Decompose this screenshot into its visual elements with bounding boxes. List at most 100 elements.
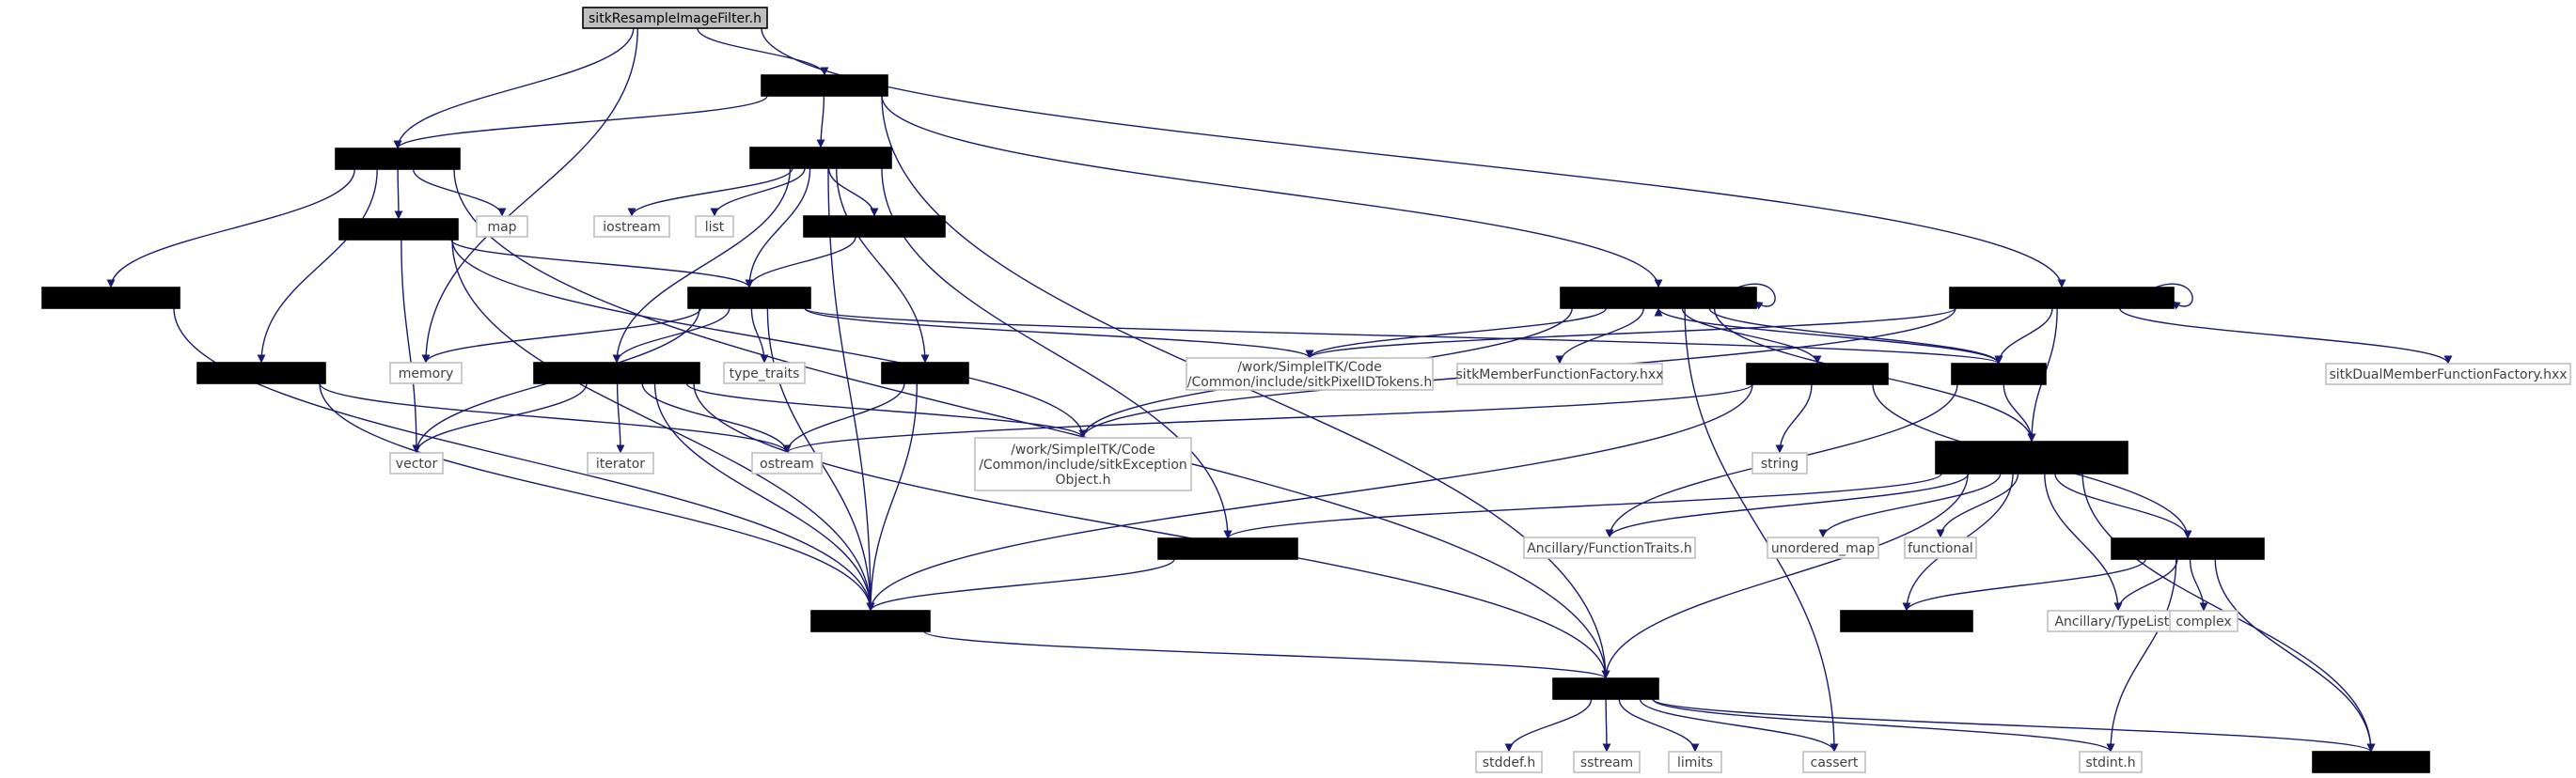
node-imageconvert[interactable]: sitkImageConvert.h	[803, 215, 946, 238]
node-label: Ancillary/TypeList.h	[2054, 615, 2181, 630]
node-box	[810, 610, 931, 632]
edge-image-to-templatefunctions	[612, 307, 730, 364]
edge-memberfactory-to-pixelidvalues	[1681, 307, 1822, 365]
node-box	[1475, 751, 1543, 773]
node-box	[587, 452, 654, 475]
edge-pixelidvalues-to-string	[1775, 383, 1813, 454]
node-pixelidtokens: /work/SimpleITK/Code/Common/include/sitk…	[1186, 357, 1434, 391]
edge-noncopyable-to-common	[866, 558, 1175, 612]
edge-macro-to-cassert	[1639, 698, 1839, 753]
node-box	[2169, 610, 2238, 632]
node-box	[1523, 537, 1696, 559]
node-noncopyable[interactable]: sitkNonCopyable.h	[1157, 537, 1298, 560]
edge-factorybase-to-pixelidtypelists	[2054, 473, 2192, 539]
node-detail[interactable]: sitkDetail.h	[1951, 363, 2047, 385]
edge-pixelidtypelists-to-complex	[2189, 558, 2208, 612]
node-typetraits: type_traits	[723, 362, 806, 384]
node-imagefilter[interactable]: sitkImageFilter.h	[761, 74, 888, 97]
node-label: sstream	[1580, 755, 1633, 770]
node-label: list	[705, 220, 725, 235]
node-label: type_traits	[730, 366, 800, 381]
node-label: limits	[1677, 755, 1713, 770]
node-box	[1573, 751, 1641, 773]
node-box	[1560, 287, 1757, 309]
node-image[interactable]: sitkImage.h	[687, 287, 811, 309]
edge-pixelidtypelists-to-typelist	[2113, 558, 2178, 612]
node-stddef: stddef.h	[1475, 751, 1543, 773]
edge-memberfactory-to-memberfactory	[1736, 283, 1776, 310]
node-label: /work/SimpleITK/Code/Common/include/sitk…	[979, 443, 1187, 488]
node-label: complex	[2175, 615, 2231, 630]
node-box	[1456, 363, 1663, 385]
edge-basicfilters-to-interpolator	[257, 168, 378, 364]
node-label: stdint.h	[2085, 755, 2135, 770]
node-macro[interactable]: sitkMacro.h	[1552, 677, 1659, 700]
node-label: vector	[396, 457, 438, 472]
node-box	[1157, 537, 1298, 560]
edge-image-to-pixelidtokens	[804, 307, 1314, 359]
edge-root-to-memory	[421, 27, 638, 364]
node-label: sitkEvent.h	[888, 366, 962, 381]
edge-templatefunctions-to-common	[653, 382, 875, 612]
node-box	[533, 362, 700, 384]
node-pixelidtypes[interactable]: sitkPixelIDTypes.h	[1840, 610, 1973, 632]
edge-transform-to-common	[451, 239, 875, 612]
node-label: sitkMacro.h	[1568, 682, 1643, 697]
node-box	[881, 362, 969, 384]
edge-processobject-to-list	[710, 167, 806, 217]
node-templatefunctions[interactable]: sitkTemplateFunctions.h	[533, 362, 700, 384]
node-box	[803, 215, 946, 238]
node-box	[1668, 751, 1722, 773]
node-interpolator[interactable]: sitkInterpolator.h	[196, 362, 326, 384]
node-label: sitkProcessObject.h	[757, 151, 886, 166]
edge-event-to-common	[866, 382, 918, 612]
node-box	[1904, 537, 1977, 559]
node-box	[2111, 537, 2265, 560]
node-pixelidvalues[interactable]: sitkPixelIDValues.h	[1746, 363, 1889, 385]
node-box	[41, 287, 181, 309]
node-configure[interactable]: sitkConfigure.h	[2312, 751, 2430, 773]
node-box	[1186, 357, 1434, 391]
node-label: sitkPixelIDTypeLists.h	[2117, 542, 2257, 557]
node-dualfactory[interactable]: sitkDualMemberFunctionFactory.h	[1949, 287, 2175, 309]
edge-imagefilter-to-processobject	[816, 95, 825, 148]
node-basicfilters[interactable]: sitkBasicFilters.h	[335, 148, 461, 170]
edge-factorybase-to-functional	[1936, 473, 2019, 538]
node-memory: memory	[389, 362, 463, 384]
node-cassert: cassert	[1802, 751, 1866, 773]
node-box	[593, 215, 670, 238]
node-processobject[interactable]: sitkProcessObject.h	[749, 147, 892, 169]
node-functiontraits: Ancillary/FunctionTraits.h	[1523, 537, 1696, 559]
node-randomseed[interactable]: sitkRandomSeed.h	[41, 287, 181, 309]
node-box	[389, 362, 463, 384]
node-box	[2079, 751, 2143, 773]
edge-memberfactory-to-detail	[1708, 307, 2003, 365]
node-box	[761, 74, 888, 97]
edge-detail-to-memberfactory	[1654, 307, 2000, 365]
edge-root-to-dualfactory	[761, 27, 2066, 288]
node-common[interactable]: sitkCommon.h	[810, 610, 931, 632]
edge-factorybase-to-macro	[1601, 473, 1969, 679]
node-pixelidtypelists[interactable]: sitkPixelIDTypeLists.h	[2111, 537, 2265, 560]
node-transform[interactable]: sitkTransform.h	[338, 218, 459, 241]
node-box	[687, 287, 811, 309]
node-complex: complex	[2169, 610, 2238, 632]
edge-imagefilter-to-memberfactory	[881, 95, 1663, 288]
node-label: memory	[399, 366, 454, 381]
node-label: sitkImage.h	[711, 291, 788, 306]
edge-processobject-to-common	[827, 167, 875, 612]
node-box	[751, 452, 823, 475]
node-box	[1751, 452, 1808, 475]
node-event[interactable]: sitkEvent.h	[881, 362, 969, 384]
edge-memberfactory-to-pixelidtokens	[1305, 307, 1608, 359]
edge-root-to-imagefilter	[697, 27, 829, 76]
edge-event-to-ostream	[782, 382, 905, 454]
node-memberfactory[interactable]: sitkMemberFunctionFactory.h	[1560, 287, 1757, 309]
node-label: map	[487, 220, 516, 235]
node-label: ostream	[760, 457, 814, 472]
edge-templatefunctions-to-iterator	[616, 382, 625, 454]
node-memberfactoryhxx: sitkMemberFunctionFactory.hxx	[1456, 363, 1663, 385]
node-root[interactable]: sitkResampleImageFilter.h	[582, 7, 768, 29]
